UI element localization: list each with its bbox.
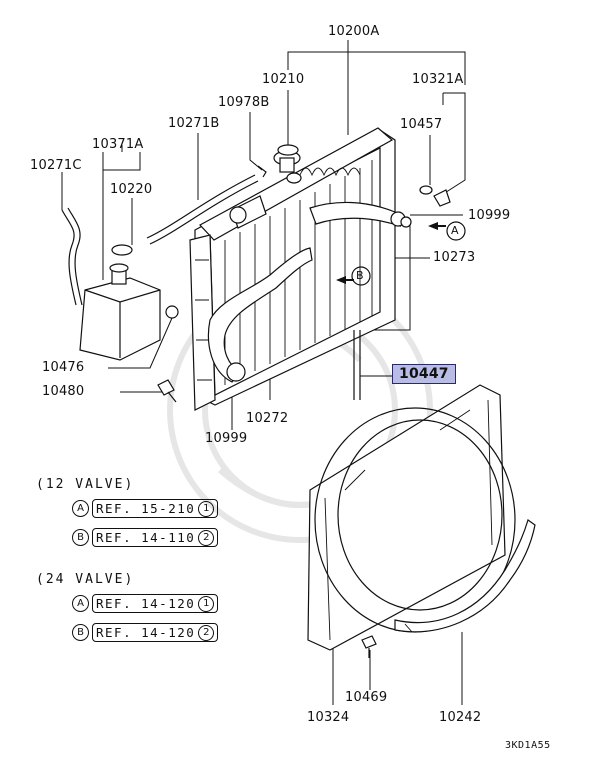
overflow-hose bbox=[146, 174, 259, 245]
label-10469: 10469 bbox=[345, 690, 388, 705]
mark-b: B bbox=[72, 529, 89, 546]
ref-text: REF. 14-120 bbox=[96, 596, 196, 611]
ref-text: REF. 14-110 bbox=[96, 530, 196, 545]
label-10480: 10480 bbox=[42, 384, 85, 399]
label-10324: 10324 bbox=[307, 710, 350, 725]
mark-b: B bbox=[72, 624, 89, 641]
label-10242: 10242 bbox=[439, 710, 482, 725]
label-10272: 10272 bbox=[246, 411, 289, 426]
label-10271B: 10271B bbox=[168, 116, 220, 131]
ref-num: 1 bbox=[198, 500, 215, 517]
diagram-code: 3KD1A55 bbox=[505, 740, 551, 751]
ref-text: REF. 14-120 bbox=[96, 625, 196, 640]
ref-num: 2 bbox=[198, 624, 215, 641]
mark-a: A bbox=[72, 500, 89, 517]
ref-num: 2 bbox=[198, 529, 215, 546]
label-10999-bottom: 10999 bbox=[205, 431, 248, 446]
fan-shroud bbox=[307, 384, 516, 651]
label-10371A: 10371A bbox=[92, 137, 144, 152]
callout-arrows bbox=[336, 221, 466, 286]
lower-hose bbox=[207, 247, 313, 383]
label-10476: 10476 bbox=[42, 360, 85, 375]
label-10447-highlighted[interactable]: 10447 bbox=[392, 364, 456, 384]
ref-num: 1 bbox=[198, 595, 215, 612]
shroud-lower bbox=[394, 519, 536, 633]
label-10999-top: 10999 bbox=[468, 208, 511, 223]
label-10200A: 10200A bbox=[328, 24, 380, 39]
legend-header-12-valve: (12 VALVE) bbox=[36, 477, 135, 492]
mark-a: A bbox=[72, 595, 89, 612]
label-10271C: 10271C bbox=[30, 158, 82, 173]
ref-text: REF. 15-210 bbox=[96, 501, 196, 516]
label-10321A: 10321A bbox=[412, 72, 464, 87]
label-10210: 10210 bbox=[262, 72, 305, 87]
label-10273: 10273 bbox=[433, 250, 476, 265]
small-parts bbox=[157, 144, 451, 658]
callout-a-letter: A bbox=[451, 224, 459, 237]
label-10220: 10220 bbox=[110, 182, 153, 197]
callout-b-letter: B bbox=[356, 269, 364, 282]
upper-hose bbox=[309, 201, 406, 227]
label-10457: 10457 bbox=[400, 117, 443, 132]
reserve-tank bbox=[61, 207, 161, 361]
legend-header-24-valve: (24 VALVE) bbox=[36, 572, 135, 587]
label-10978B: 10978B bbox=[218, 95, 270, 110]
